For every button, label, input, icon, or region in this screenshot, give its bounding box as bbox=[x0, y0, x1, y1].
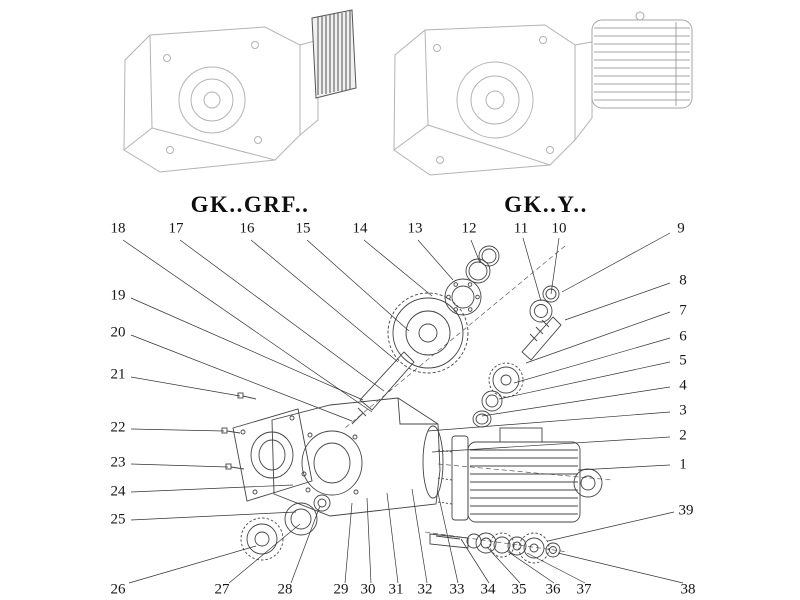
callout-30: 30 bbox=[360, 581, 376, 598]
callout-2: 2 bbox=[679, 427, 687, 444]
callout-15: 15 bbox=[295, 220, 311, 237]
output-shaft-kit-drawing bbox=[429, 532, 561, 564]
callout-33: 33 bbox=[449, 581, 465, 598]
exploded-view-drawing bbox=[221, 245, 613, 564]
callout-8: 8 bbox=[679, 272, 687, 289]
callout-13: 13 bbox=[407, 220, 423, 237]
gearbox-grf-drawing bbox=[123, 26, 319, 173]
gearbox-y-drawing bbox=[393, 24, 593, 176]
gearbox-y-motor-drawing bbox=[591, 11, 693, 109]
callout-35: 35 bbox=[511, 581, 527, 598]
callout-10: 10 bbox=[551, 220, 567, 237]
callout-31: 31 bbox=[388, 581, 404, 598]
housing-drawing bbox=[271, 397, 444, 517]
callout-9: 9 bbox=[677, 220, 685, 237]
callout-6: 6 bbox=[679, 328, 687, 345]
callout-29: 29 bbox=[333, 581, 349, 598]
callout-7: 7 bbox=[679, 302, 687, 319]
gearbox-grf-fin-adapter bbox=[311, 9, 357, 99]
motor-drawing bbox=[437, 427, 603, 523]
model-title-y: GK..Y.. bbox=[504, 192, 588, 217]
callout-24: 24 bbox=[110, 483, 126, 500]
callout-21: 21 bbox=[110, 366, 126, 383]
leader-lines bbox=[122, 232, 684, 584]
output-flange-drawing bbox=[232, 408, 313, 502]
callout-25: 25 bbox=[110, 511, 126, 528]
callout-26: 26 bbox=[110, 581, 126, 598]
callout-20: 20 bbox=[110, 324, 126, 341]
callout-27: 27 bbox=[214, 581, 230, 598]
callout-23: 23 bbox=[110, 454, 126, 471]
callout-32: 32 bbox=[417, 581, 433, 598]
input-shaft-drawing bbox=[351, 351, 415, 425]
callout-18: 18 bbox=[110, 220, 126, 237]
callout-5: 5 bbox=[679, 352, 687, 369]
callout-39: 39 bbox=[678, 502, 694, 519]
callout-14: 14 bbox=[352, 220, 368, 237]
callout-17: 17 bbox=[168, 220, 184, 237]
callout-36: 36 bbox=[545, 581, 561, 598]
callout-3: 3 bbox=[679, 402, 687, 419]
main-gear-drawing bbox=[387, 245, 500, 374]
callout-11: 11 bbox=[513, 220, 529, 237]
callout-4: 4 bbox=[679, 377, 687, 394]
output-rings-drawing bbox=[240, 494, 331, 561]
model-title-grf: GK..GRF.. bbox=[190, 192, 310, 217]
callout-19: 19 bbox=[110, 287, 126, 304]
callout-1: 1 bbox=[679, 456, 687, 473]
pinion-stack-drawing bbox=[472, 285, 562, 428]
callout-37: 37 bbox=[576, 581, 592, 598]
callout-16: 16 bbox=[239, 220, 255, 237]
callout-28: 28 bbox=[277, 581, 293, 598]
callout-22: 22 bbox=[110, 419, 126, 436]
callout-34: 34 bbox=[480, 581, 496, 598]
callout-38: 38 bbox=[680, 581, 696, 598]
callout-12: 12 bbox=[461, 220, 477, 237]
